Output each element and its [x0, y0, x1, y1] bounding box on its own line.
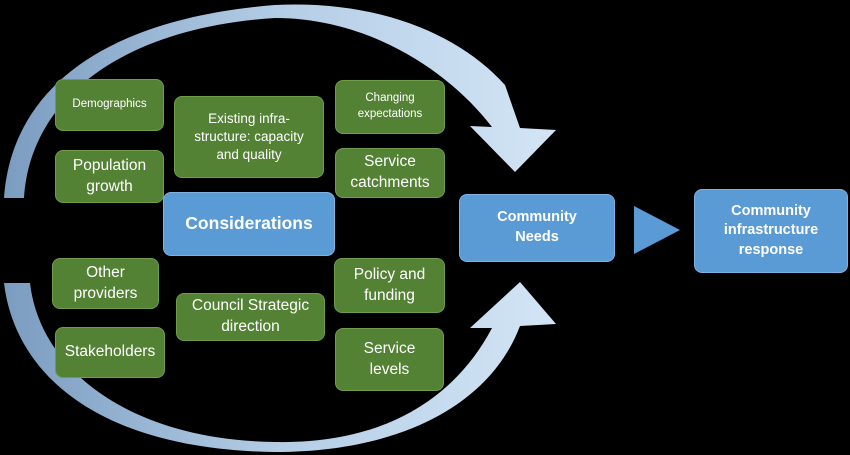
node-community-infrastructure-response: Community infrastructure response — [694, 189, 848, 273]
node-demographics: Demographics — [55, 79, 164, 131]
node-service-catchments: Service catchments — [335, 148, 445, 198]
node-other-providers: Other providers — [52, 258, 159, 309]
node-population-growth: Population growth — [55, 150, 164, 203]
node-stakeholders: Stakeholders — [55, 327, 165, 378]
bottom-curved-arrow — [4, 282, 556, 452]
node-changing-expectations: Changing expectations — [335, 80, 445, 134]
node-council-strategic-direction: Council Strategic direction — [176, 293, 325, 341]
node-community-needs: Community Needs — [459, 194, 615, 262]
node-policy-and-funding: Policy and funding — [334, 258, 445, 313]
node-service-levels: Service levels — [335, 328, 444, 391]
triangle-arrow — [634, 206, 680, 254]
node-considerations: Considerations — [163, 192, 335, 256]
node-existing-infrastructure: Existing infra- structure: capacity and … — [174, 96, 324, 178]
top-curved-arrow — [4, 4, 556, 198]
